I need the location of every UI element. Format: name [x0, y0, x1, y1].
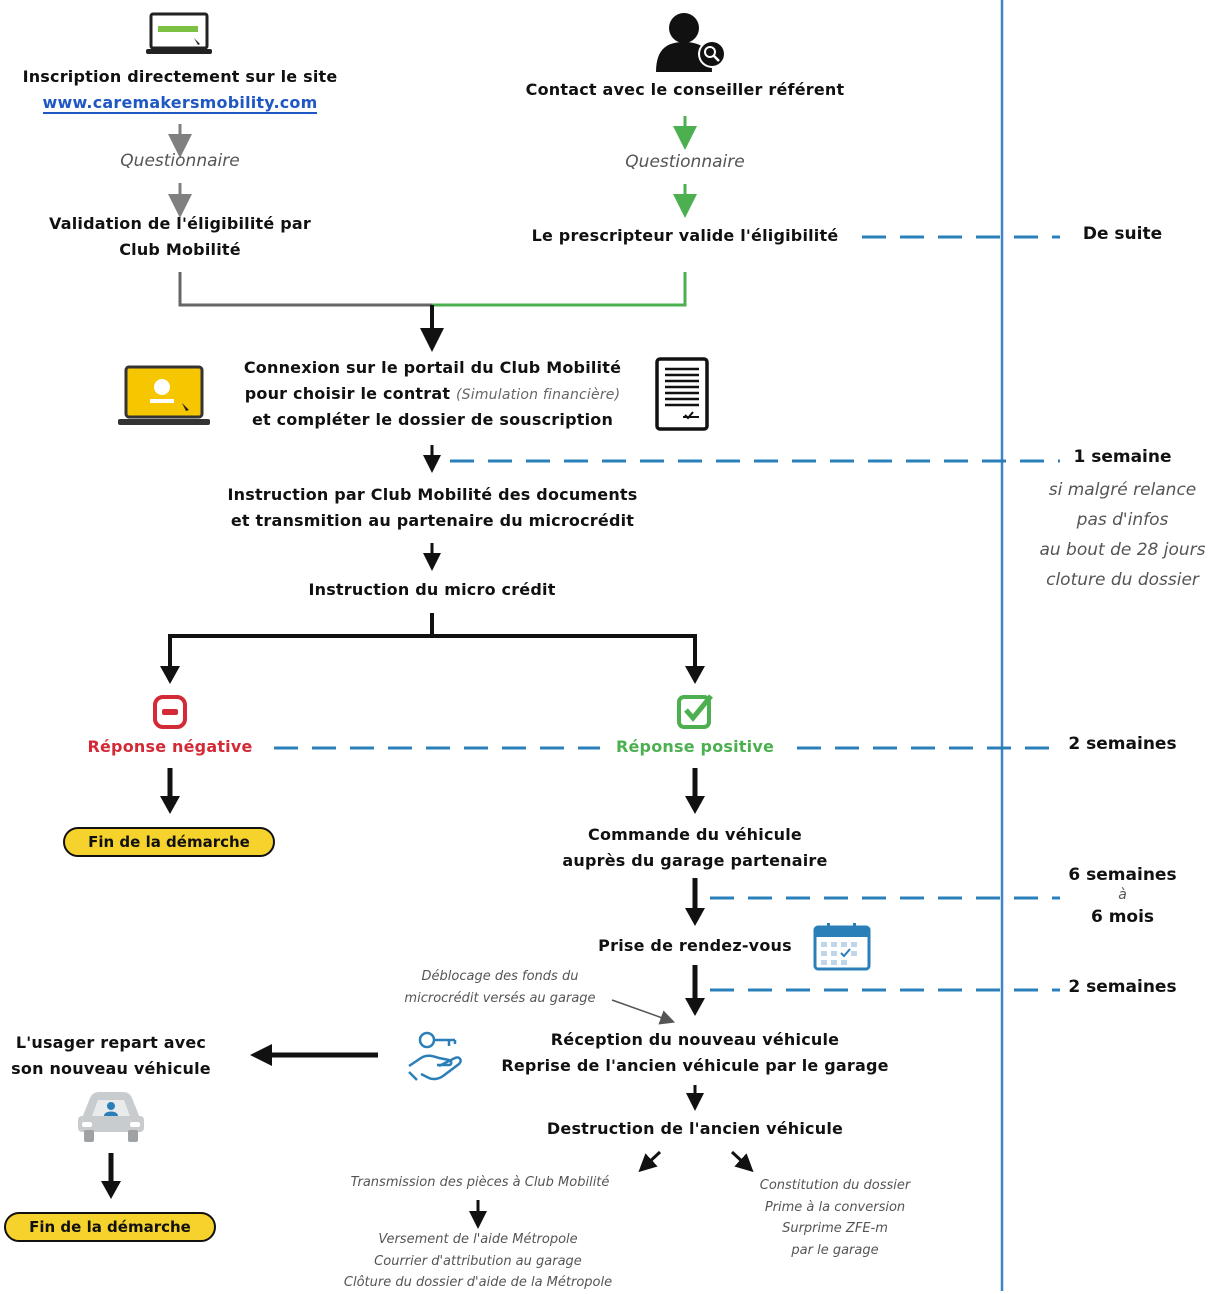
reception-line2: Reprise de l'ancien véhicule par le gara…	[501, 1056, 889, 1075]
destruction-text: Destruction de l'ancien véhicule	[546, 1119, 844, 1138]
end-final-pill: Fin de la démarche	[4, 1212, 216, 1242]
contact-text: Contact avec le conseiller référent	[525, 80, 845, 99]
laptop-yellow-icon	[118, 365, 210, 425]
keys-hand-icon	[408, 1031, 462, 1081]
timeline-6-semaines: 6 semaines	[1068, 865, 1177, 885]
left-validation-line2: Club Mobilité	[119, 240, 241, 259]
portal-line2-italic: (Simulation financière)	[456, 387, 621, 403]
timeline-2-semaines: 2 semaines	[1068, 734, 1177, 754]
micro-credit-text: Instruction du micro crédit	[308, 580, 556, 599]
car-icon	[78, 1092, 144, 1142]
constitution-line2: Prime à la conversion	[764, 1200, 906, 1215]
user-leaves-line2: son nouveau véhicule	[11, 1059, 211, 1078]
checkbox-icon	[677, 694, 713, 729]
order-line2: auprès du garage partenaire	[562, 851, 828, 870]
minus-box-icon	[153, 695, 187, 729]
portal-line2-bold: pour choisir le contrat	[244, 384, 451, 403]
right-validation: Le prescripteur valide l'éligibilité	[531, 226, 839, 245]
instruction-line1: Instruction par Club Mobilité des docume…	[227, 485, 638, 504]
versement-line2: Courrier d'attribution au garage	[374, 1254, 582, 1269]
user-search-icon	[656, 13, 726, 72]
versement-line1: Versement de l'aide Métropole	[378, 1232, 578, 1247]
timeline-1-semaine: 1 semaine	[1073, 447, 1172, 467]
timeline-note4: cloture du dossier	[1046, 570, 1199, 590]
portal-line3: et compléter le dossier de souscription	[251, 410, 614, 429]
constitution-line3: Surprime ZFE-m	[782, 1221, 888, 1236]
right-questionnaire: Questionnaire	[625, 152, 745, 172]
end-negative-pill: Fin de la démarche	[63, 827, 275, 857]
timeline-note1: si malgré relance	[1048, 480, 1197, 500]
signup-link[interactable]: www.caremakersmobility.com	[42, 93, 318, 114]
transmission-text: Transmission des pièces à Club Mobilité	[350, 1175, 610, 1190]
left-questionnaire: Questionnaire	[120, 151, 240, 171]
document-icon	[655, 357, 709, 431]
constitution-line1: Constitution du dossier	[759, 1178, 911, 1193]
timeline-6-mois: 6 mois	[1090, 907, 1155, 927]
laptop-icon	[146, 12, 212, 54]
constitution-line4: par le garage	[791, 1243, 879, 1258]
signup-link-wrap: www.caremakersmobility.com	[0, 90, 360, 116]
order-line1: Commande du véhicule	[588, 825, 802, 844]
timeline-2-semaines-b: 2 semaines	[1068, 977, 1177, 997]
reception-line1: Réception du nouveau véhicule	[550, 1030, 840, 1049]
timeline-a: à	[1118, 887, 1127, 903]
instruction-line2: et transmition au partenaire du microcré…	[230, 511, 635, 530]
versement-line3: Clôture du dossier d'aide de la Métropol…	[343, 1275, 613, 1290]
portal-line2: pour choisir le contrat (Simulation fina…	[210, 381, 655, 408]
negative-response: Réponse négative	[87, 737, 253, 756]
left-validation-line1: Validation de l'éligibilité par	[49, 214, 311, 233]
signup-text: Inscription directement sur le site	[22, 67, 338, 86]
funds-line2: microcrédit versés au garage	[404, 991, 596, 1006]
timeline-note3: au bout de 28 jours	[1039, 540, 1206, 560]
funds-line1: Déblocage des fonds du	[421, 969, 579, 984]
user-leaves-line1: L'usager repart avec	[15, 1033, 207, 1052]
timeline-note2: pas d'infos	[1076, 510, 1169, 530]
portal-line1: Connexion sur le portail du Club Mobilit…	[243, 358, 622, 377]
appointment-text: Prise de rendez-vous	[598, 936, 792, 955]
positive-response: Réponse positive	[615, 737, 775, 756]
calendar-icon	[813, 923, 871, 971]
timeline-de-suite: De suite	[1082, 224, 1163, 244]
